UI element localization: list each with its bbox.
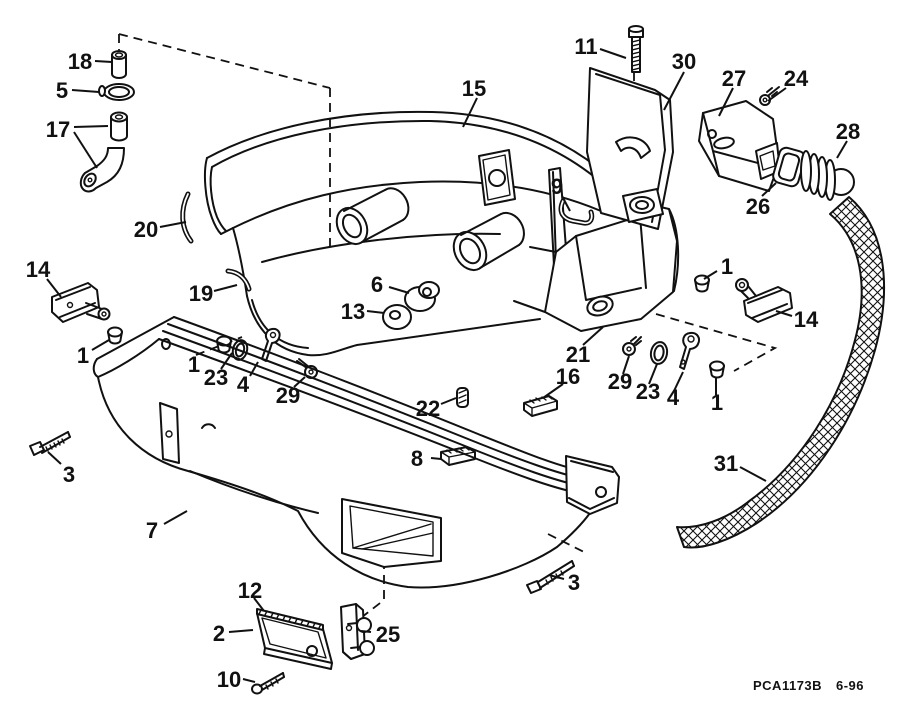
part-30-latch-panel bbox=[586, 67, 674, 230]
part-23-oring-right bbox=[649, 341, 669, 365]
callout-12: 12 bbox=[238, 578, 262, 603]
callout-17: 17 bbox=[46, 117, 70, 142]
part-19-rod bbox=[225, 268, 252, 292]
part-10-screw bbox=[251, 672, 285, 695]
callout-15: 15 bbox=[462, 76, 486, 101]
callout-2: 2 bbox=[213, 621, 225, 646]
callout-23-left: 23 bbox=[204, 365, 228, 390]
callout-25: 25 bbox=[376, 622, 400, 647]
callout-20: 20 bbox=[134, 217, 158, 242]
callout-22: 22 bbox=[416, 396, 440, 421]
callout-31: 31 bbox=[714, 451, 738, 476]
part-13-washer bbox=[382, 304, 412, 330]
callout-19: 19 bbox=[189, 281, 213, 306]
callout-3-left: 3 bbox=[63, 462, 75, 487]
part-17-elbow-hose bbox=[79, 111, 128, 193]
part-28-bellows-cap bbox=[800, 150, 855, 201]
part-3-bolt-left bbox=[29, 431, 71, 456]
callout-27: 27 bbox=[722, 66, 746, 91]
callout-18: 18 bbox=[68, 49, 92, 74]
part-11-bolt bbox=[628, 25, 644, 73]
callout-9: 9 bbox=[551, 174, 563, 199]
part-20-clip bbox=[180, 191, 194, 244]
assembly-dashed-lines bbox=[118, 33, 778, 618]
callout-4-left: 4 bbox=[237, 372, 250, 397]
callout-26: 26 bbox=[746, 194, 770, 219]
part-22-pad bbox=[456, 387, 469, 408]
callout-11: 11 bbox=[574, 34, 597, 59]
callout-16: 16 bbox=[556, 364, 580, 389]
footer-code: PCA1173B bbox=[753, 678, 822, 693]
part-27-air-duct bbox=[698, 100, 781, 192]
part-5-clamp bbox=[98, 83, 135, 101]
part-18-nipple bbox=[111, 50, 127, 79]
callout-10: 10 bbox=[217, 667, 241, 692]
part-25-bracket bbox=[340, 603, 375, 660]
part-16-pad bbox=[523, 395, 558, 417]
callout-29-right: 29 bbox=[608, 369, 632, 394]
callout-labels: 18 5 17 20 14 19 1 15 11 30 27 24 28 26 … bbox=[26, 34, 860, 692]
part-4-hook-right bbox=[679, 331, 700, 370]
part-7-lower-cowl bbox=[92, 316, 620, 589]
callout-28: 28 bbox=[836, 119, 860, 144]
part-1-plug-bottom-right bbox=[709, 360, 725, 379]
leader-lines bbox=[46, 48, 848, 683]
part-14-latch-left bbox=[51, 282, 111, 323]
part-6-grommet bbox=[404, 281, 440, 312]
callout-24: 24 bbox=[784, 66, 809, 91]
part-4-hook-left bbox=[261, 327, 281, 362]
part-14-latch-right bbox=[735, 278, 793, 323]
callout-14-right: 14 bbox=[794, 307, 819, 332]
callout-1-center: 1 bbox=[188, 352, 200, 377]
part-12-seal-strip bbox=[256, 608, 324, 631]
callout-5: 5 bbox=[56, 78, 68, 103]
callout-4-right: 4 bbox=[667, 385, 680, 410]
callout-1-top-right: 1 bbox=[721, 254, 733, 279]
callout-21: 21 bbox=[566, 342, 590, 367]
part-21-support-bracket bbox=[513, 167, 680, 332]
callout-1-bottom-right: 1 bbox=[711, 390, 723, 415]
callout-23-right: 23 bbox=[636, 379, 660, 404]
callout-7: 7 bbox=[146, 518, 158, 543]
callout-3-right: 3 bbox=[568, 570, 580, 595]
callout-14-left: 14 bbox=[26, 257, 51, 282]
callout-30: 30 bbox=[672, 49, 696, 74]
callout-6: 6 bbox=[371, 272, 383, 297]
callout-13: 13 bbox=[341, 299, 365, 324]
callout-8: 8 bbox=[411, 446, 423, 471]
part-1-plug-left bbox=[107, 326, 123, 345]
footer-date: 6-96 bbox=[836, 678, 864, 693]
part-29-screw-right bbox=[622, 336, 642, 356]
part-9-clip bbox=[558, 198, 595, 226]
callout-1-left: 1 bbox=[77, 343, 89, 368]
part-31-hose bbox=[676, 196, 885, 549]
footer: PCA1173B 6-96 bbox=[753, 678, 864, 693]
callout-29-left: 29 bbox=[276, 383, 300, 408]
